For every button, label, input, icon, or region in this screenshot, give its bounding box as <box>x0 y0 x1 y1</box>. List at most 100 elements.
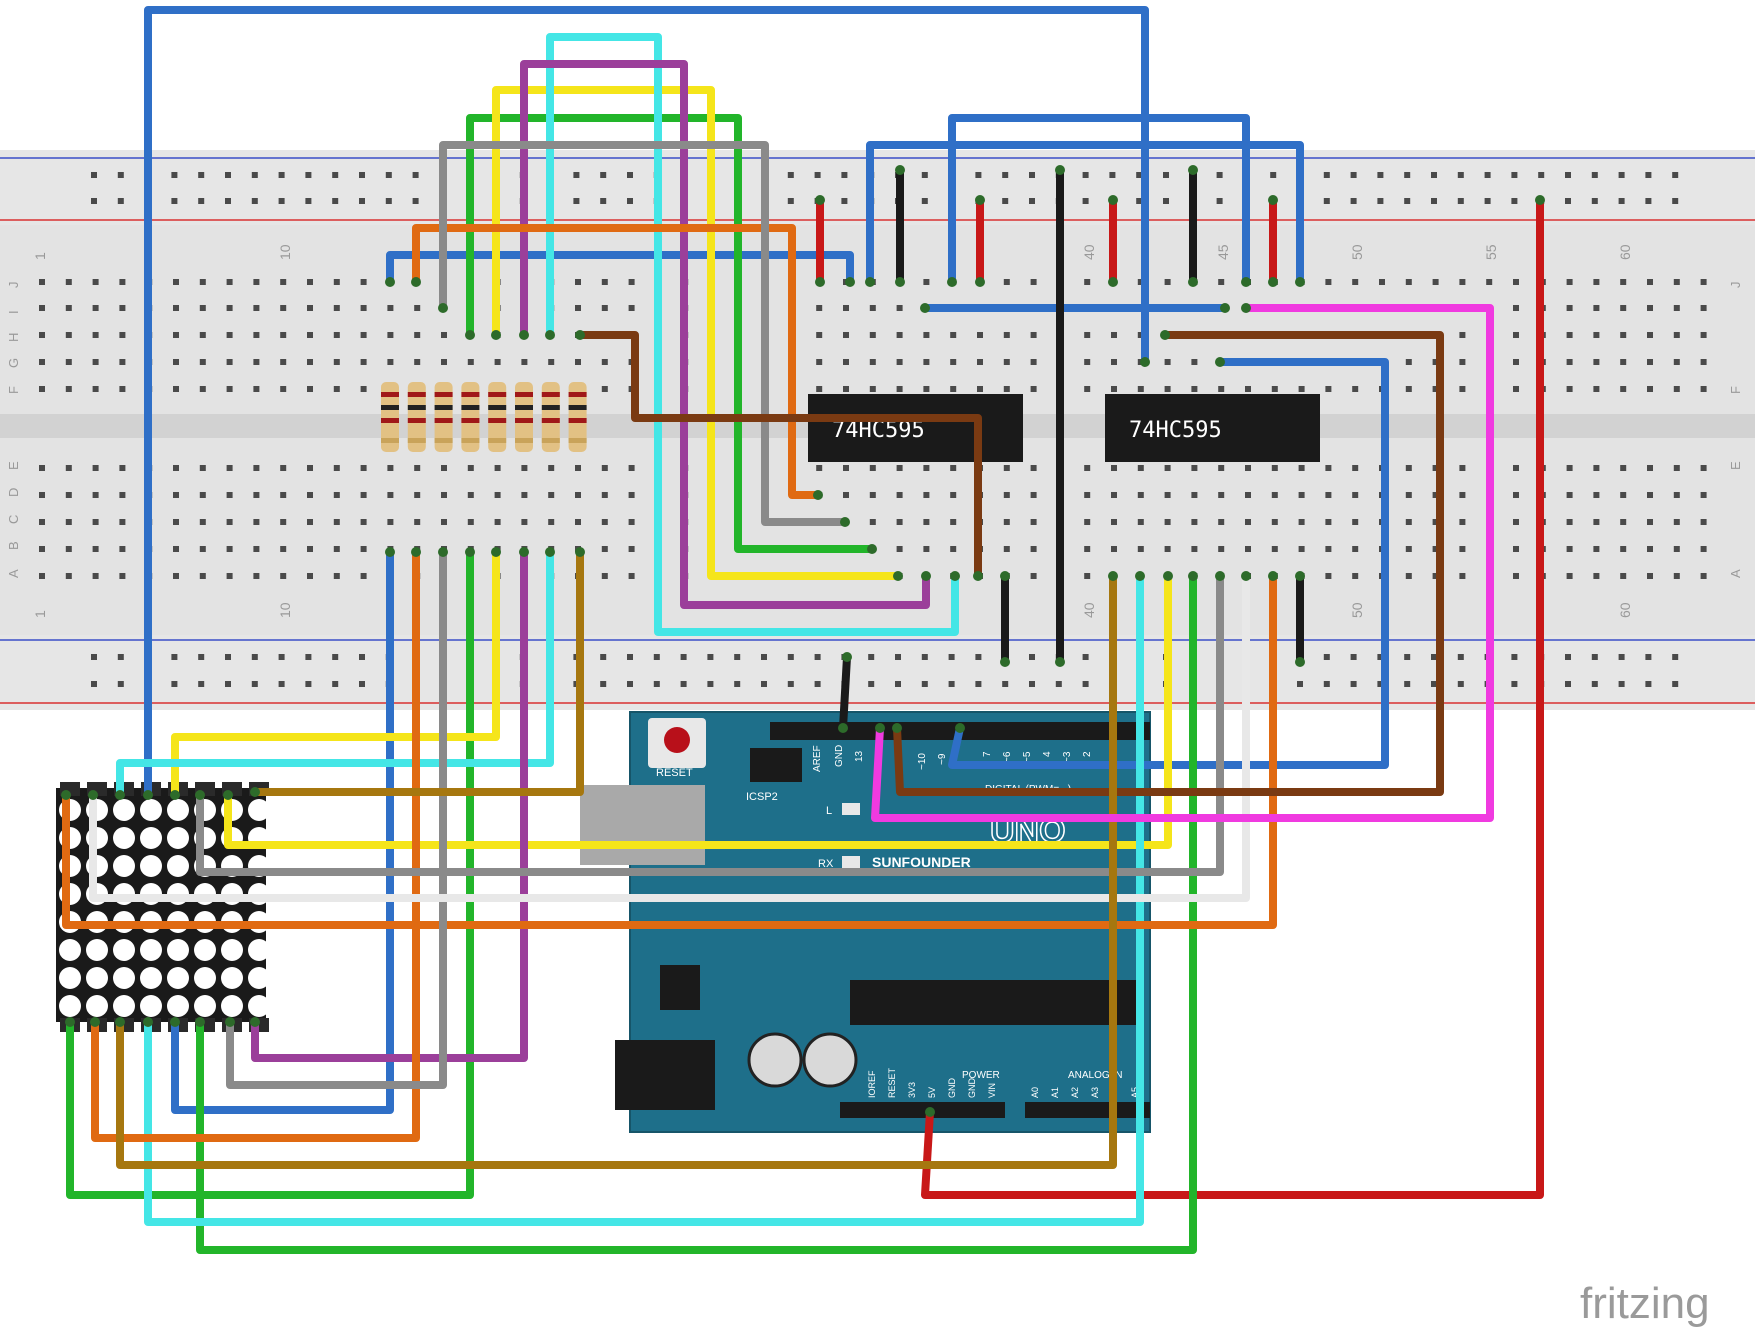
breadboard-hole <box>1700 386 1707 392</box>
capacitor-1 <box>747 1032 803 1088</box>
pin-vin: VIN <box>987 1083 997 1098</box>
breadboard-hole <box>385 198 392 204</box>
breadboard-hole <box>896 332 903 338</box>
row-letter-i-left: I <box>6 310 21 314</box>
breadboard-hole <box>173 332 179 338</box>
matrix-led <box>167 827 189 849</box>
breadboard-hole <box>628 279 635 285</box>
breadboard-hole <box>333 492 340 498</box>
row-letter-e-left: E <box>6 461 21 470</box>
breadboard-hole <box>814 654 821 660</box>
wires <box>61 6 1545 1254</box>
breadboard-hole <box>1618 654 1625 660</box>
breadboard-hole <box>1566 386 1573 392</box>
breadboard-hole <box>1620 305 1627 311</box>
wire-end <box>1000 571 1010 581</box>
breadboard-hole <box>1405 279 1412 285</box>
breadboard-hole <box>494 465 501 471</box>
resistor-band <box>434 418 453 423</box>
breadboard-hole <box>1647 573 1653 579</box>
pin-2: 2 <box>1082 751 1093 757</box>
resistor-band <box>488 418 507 423</box>
breadboard-hole <box>39 332 45 338</box>
breadboard-hole <box>414 359 421 365</box>
breadboard-hole <box>1673 332 1680 338</box>
breadboard-hole <box>1352 492 1359 498</box>
matrix-led <box>113 855 135 877</box>
breadboard-hole <box>171 198 178 204</box>
breadboard-hole <box>1620 359 1627 365</box>
col-num-bottom-50: 50 <box>1349 602 1365 618</box>
breadboard-hole <box>841 172 848 178</box>
breadboard-hole <box>278 654 285 660</box>
breadboard-hole <box>117 654 124 660</box>
breadboard-hole <box>360 465 367 471</box>
breadboard-hole <box>1216 172 1223 178</box>
matrix-led <box>86 967 108 989</box>
resistor-band <box>461 418 480 423</box>
wire-end <box>1241 571 1251 581</box>
wire-end <box>1241 303 1251 313</box>
breadboard-hole <box>1030 546 1037 552</box>
breadboard-hole <box>1003 359 1010 365</box>
breadboard-hole <box>869 332 876 338</box>
breadboard-hole <box>92 519 99 525</box>
breadboard-hole <box>1218 519 1225 525</box>
wire-end <box>947 277 957 287</box>
breadboard-hole <box>1459 492 1466 498</box>
wire-end <box>842 652 852 662</box>
breadboard-hole <box>601 279 608 285</box>
magenta-wire <box>871 304 1494 822</box>
breadboard-hole <box>1404 198 1411 204</box>
resistor-band <box>461 392 480 397</box>
breadboard-hole <box>1405 546 1412 552</box>
yellow-wire <box>492 86 902 580</box>
breadboard-hole <box>1566 546 1573 552</box>
breadboard-hole <box>1432 465 1439 471</box>
breadboard-hole <box>119 386 126 392</box>
breadboard-hole <box>1459 573 1466 579</box>
wire-end <box>385 277 395 287</box>
wire-end <box>1268 571 1278 581</box>
breadboard-hole <box>494 359 501 365</box>
breadboard-hole <box>119 465 126 471</box>
breadboard-hole <box>1350 198 1357 204</box>
breadboard-hole <box>950 332 957 338</box>
reset-button[interactable] <box>664 727 690 753</box>
matrix-led <box>140 995 162 1017</box>
breadboard-hole <box>333 386 340 392</box>
matrix-led <box>167 939 189 961</box>
wire-end <box>1160 330 1170 340</box>
shift-register-2: 74HC595 <box>1105 394 1320 462</box>
breadboard-hole <box>65 279 72 285</box>
breadboard-hole <box>575 305 581 311</box>
analog-header <box>1025 1102 1150 1118</box>
breadboard-hole <box>333 359 340 365</box>
breadboard-hole <box>601 492 608 498</box>
breadboard-hole <box>173 492 179 498</box>
breadboard-hole <box>1136 172 1143 178</box>
wire-end <box>438 547 448 557</box>
breadboard-hole <box>1673 519 1680 525</box>
breadboard-hole <box>1405 465 1412 471</box>
breadboard-hole <box>173 386 179 392</box>
breadboard-hole <box>923 546 930 552</box>
breadboard-hole <box>494 519 501 525</box>
breadboard-hole <box>278 198 285 204</box>
pin-gnd-2: GND <box>967 1078 977 1099</box>
breadboard-hole <box>921 172 928 178</box>
matrix-led <box>194 967 216 989</box>
breadboard-hole <box>948 681 955 687</box>
breadboard-hole <box>1352 573 1359 579</box>
breadboard-hole <box>1029 172 1035 178</box>
breadboard-hole <box>1538 172 1545 178</box>
breadboard-hole <box>1002 681 1009 687</box>
breadboard-hole <box>226 305 233 311</box>
breadboard-hole <box>1218 492 1225 498</box>
wire-end <box>975 277 985 287</box>
matrix-led <box>167 799 189 821</box>
breadboard-hole <box>1673 279 1680 285</box>
col-num-top-40: 40 <box>1081 244 1097 260</box>
breadboard-hole <box>1673 359 1680 365</box>
wire-end <box>143 1017 153 1027</box>
